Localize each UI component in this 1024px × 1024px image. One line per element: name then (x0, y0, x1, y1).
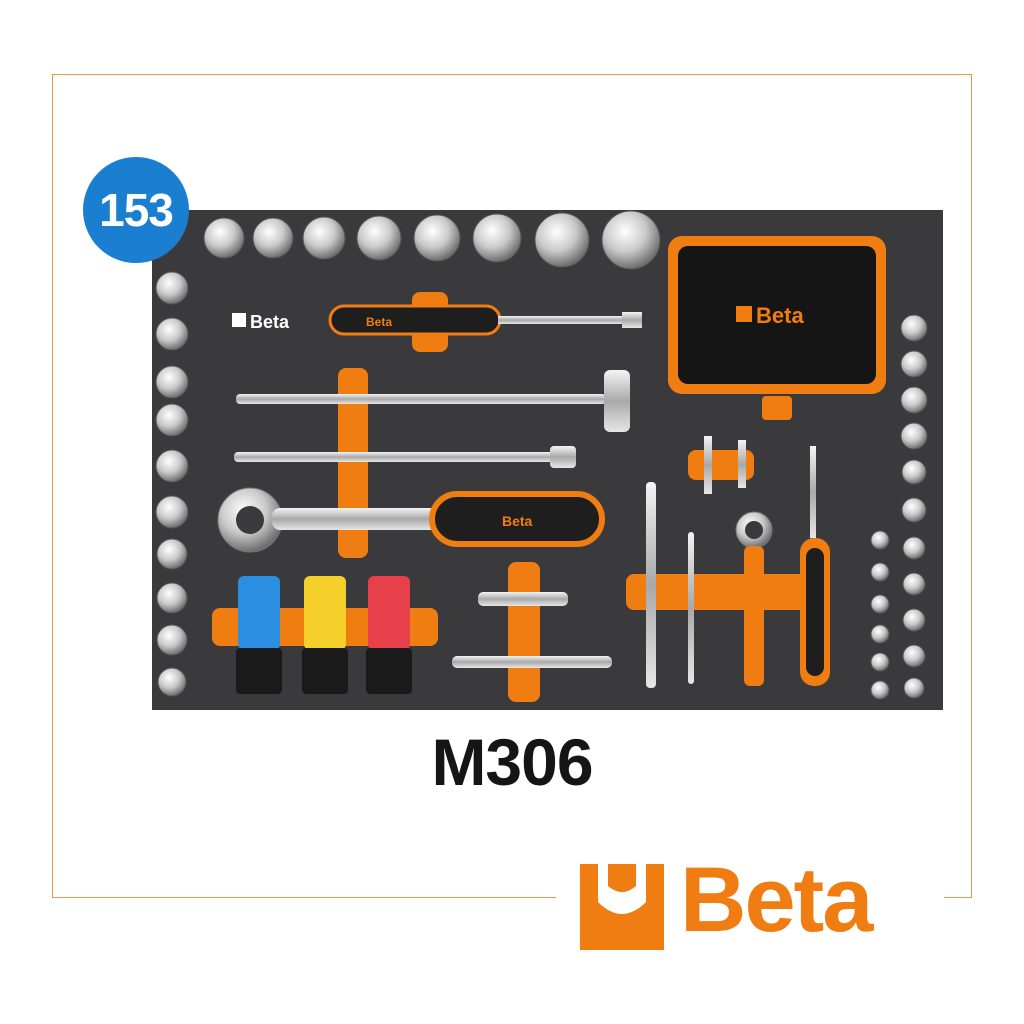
tray-brand-text: Beta (250, 312, 290, 332)
outer-frame (52, 74, 972, 898)
impact-sockets (236, 576, 412, 694)
orange-holder (626, 574, 828, 610)
combination-wrench (735, 511, 773, 686)
wrench-jaw-icon (580, 864, 664, 950)
bit-pair (704, 436, 746, 494)
tray-brand-label: Beta (232, 312, 290, 332)
extension-bar (234, 446, 576, 468)
beta-logo: Beta (580, 854, 925, 950)
orange-holder (762, 396, 792, 420)
orange-holder (508, 562, 540, 702)
bit-case: Beta (668, 236, 886, 394)
svg-text:Beta: Beta (502, 513, 533, 529)
top-socket-row (203, 210, 661, 270)
universal-joint (452, 592, 612, 668)
model-number: M306 (431, 725, 593, 799)
vertical-extension (646, 482, 656, 688)
case-brand-text: Beta (756, 303, 804, 328)
logo-text: Beta (680, 849, 873, 951)
svg-text:Beta: Beta (366, 315, 392, 329)
page-number: 153 (99, 184, 174, 236)
ratchet: Beta (217, 487, 605, 553)
page-number-badge: 153 (83, 157, 189, 263)
small-screwdriver (800, 446, 830, 686)
sliding-t-bar (236, 370, 630, 432)
right-socket-column (870, 314, 928, 700)
left-socket-column (155, 271, 189, 697)
pin-punch (688, 532, 694, 684)
tool-tray-image: Beta Beta Beta (152, 210, 943, 710)
screwdriver-bit-holder: Beta (328, 304, 642, 336)
